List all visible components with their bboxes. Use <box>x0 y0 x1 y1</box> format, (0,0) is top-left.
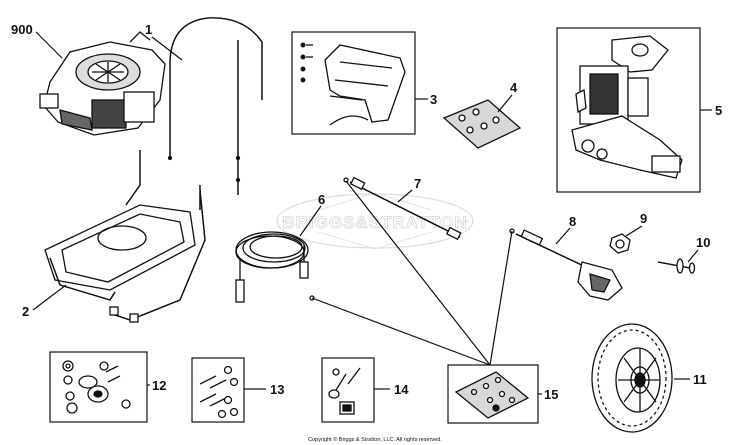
callout-2: 1 <box>145 22 152 37</box>
callout-3: 3 <box>430 92 437 107</box>
callout-7: 11 <box>693 372 707 387</box>
spray-gun-part[interactable] <box>509 228 623 301</box>
lance-part[interactable] <box>343 176 462 241</box>
callout-5: 5 <box>715 103 722 118</box>
callout-1: 2 <box>22 304 29 319</box>
kit-14-part[interactable] <box>328 367 361 415</box>
handle-part[interactable] <box>167 17 263 195</box>
kit-13-part[interactable] <box>199 365 239 419</box>
hardware-bag-part[interactable] <box>442 99 522 149</box>
leader-6 <box>625 225 643 237</box>
callout-8: 10 <box>696 235 710 250</box>
leader-10 <box>397 189 413 203</box>
leader-9 <box>555 227 571 245</box>
bracket-part[interactable] <box>300 42 406 126</box>
callout-11: 6 <box>318 192 325 207</box>
brand-watermark: BRIGGS&STRATTON <box>276 192 474 250</box>
callout-10: 7 <box>414 176 421 191</box>
kit-12-part[interactable] <box>62 360 131 414</box>
callout-4: 4 <box>510 80 518 95</box>
leader-8 <box>687 249 699 263</box>
pump-part[interactable] <box>571 35 683 179</box>
frame-part[interactable] <box>44 150 206 323</box>
callout-14: 14 <box>394 382 409 397</box>
leaders-15 <box>311 180 513 366</box>
leader-1 <box>32 284 67 311</box>
axle-bolt-part[interactable] <box>657 258 696 274</box>
callout-900: 900 <box>11 22 33 37</box>
leader-11 <box>299 205 322 237</box>
engine-part[interactable] <box>39 31 166 136</box>
callout-13: 13 <box>270 382 284 397</box>
callout-12: 12 <box>152 378 166 393</box>
nut-part[interactable] <box>609 233 631 254</box>
leader-2 <box>151 36 183 61</box>
kit-15-part[interactable] <box>454 371 530 419</box>
callout-15: 15 <box>544 387 558 402</box>
callout-9: 8 <box>569 214 576 229</box>
callout-6: 9 <box>640 211 647 226</box>
wheel-part[interactable] <box>591 323 673 433</box>
leader-4 <box>497 94 513 113</box>
copyright-text: Copyright © Briggs & Stratton, LLC. All … <box>308 436 442 443</box>
hose-part[interactable] <box>235 231 315 303</box>
leader-900 <box>35 31 63 59</box>
